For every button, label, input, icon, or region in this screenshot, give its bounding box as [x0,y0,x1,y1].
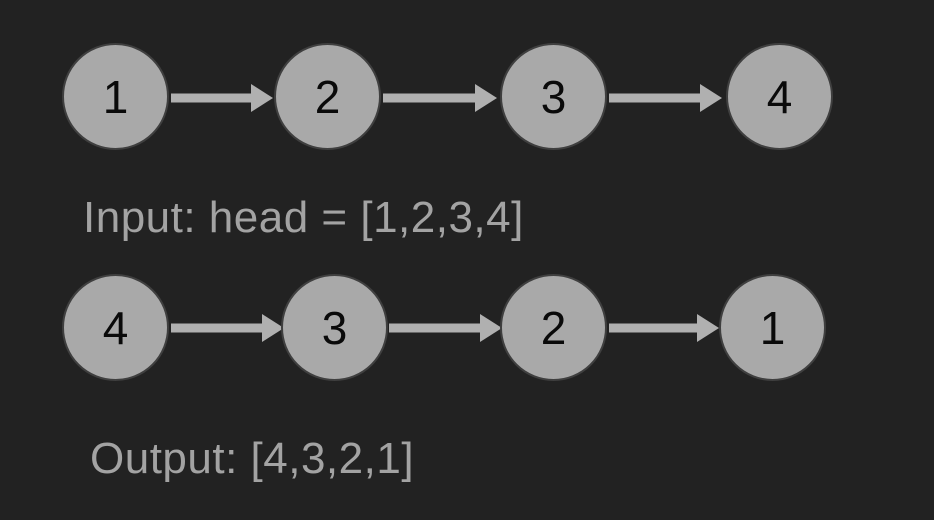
next-pointer-arrow [389,314,502,342]
list-node-output-2: 3 [281,274,388,381]
output-caption: Output: [4,3,2,1] [90,434,415,483]
list-node-output-1: 4 [62,274,169,381]
node-value: 1 [759,301,786,354]
next-pointer-arrow [171,314,284,342]
node-value: 4 [766,70,793,123]
next-pointer-arrow [383,84,497,112]
node-value: 4 [102,301,129,354]
input-caption: Input: head = [1,2,3,4] [83,193,524,242]
list-node-input-1: 1 [62,43,169,150]
list-node-input-4: 4 [726,43,833,150]
list-node-output-3: 2 [500,274,607,381]
next-pointer-arrow [609,314,719,342]
node-value: 1 [102,70,129,123]
list-node-input-2: 2 [274,43,381,150]
list-node-input-3: 3 [500,43,607,150]
node-value: 3 [540,70,567,123]
next-pointer-arrow [171,84,273,112]
node-value: 2 [540,301,567,354]
list-node-output-4: 1 [719,274,826,381]
node-value: 3 [321,301,348,354]
node-value: 2 [314,70,341,123]
next-pointer-arrow [609,84,722,112]
